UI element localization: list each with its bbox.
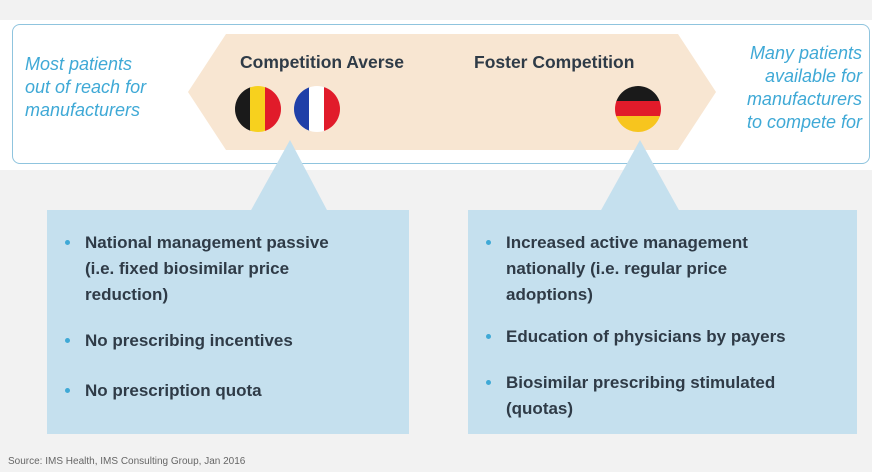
bullet-line: (quotas)	[506, 399, 574, 418]
bullet-dot	[65, 338, 70, 343]
bullet-dot	[65, 388, 70, 393]
source-note: Source: IMS Health, IMS Consulting Group…	[8, 456, 246, 467]
list-item: Education of physicians by payers	[486, 324, 856, 352]
list-item: Biosimilar prescribing stimulated (quota…	[486, 370, 856, 424]
right-callout-pointer	[600, 140, 680, 212]
bullet-dot	[486, 334, 491, 339]
list-item: National management passive (i.e. fixed …	[65, 230, 405, 310]
right-spectrum-caption: Many patients available for manufacturer…	[700, 42, 862, 134]
competition-averse-heading: Competition Averse	[240, 52, 405, 72]
foster-competition-heading: Foster Competition	[474, 52, 635, 72]
right-caption-line: to compete for	[746, 112, 862, 132]
belgium-flag-icon	[235, 86, 281, 132]
bullet-line: Increased active management	[506, 233, 748, 252]
france-flag-icon	[294, 86, 340, 132]
right-caption-line: Many patients	[749, 43, 862, 63]
right-caption-line: available for	[764, 66, 862, 86]
left-spectrum-caption: Most patients out of reach for manufactu…	[25, 53, 195, 122]
right-caption-line: manufacturers	[746, 89, 862, 109]
germany-flag-icon	[615, 86, 661, 132]
bullet-dot	[486, 380, 491, 385]
bullet-line: adoptions)	[506, 285, 593, 304]
bullet-line: Biosimilar prescribing stimulated	[506, 373, 776, 392]
bullet-line: Education of physicians by payers	[506, 327, 786, 346]
left-caption-line: out of reach for	[25, 77, 147, 97]
bullet-line: No prescription quota	[85, 381, 262, 400]
list-item: No prescription quota	[65, 378, 405, 406]
list-item: No prescribing incentives	[65, 328, 405, 356]
bullet-line: nationally (i.e. regular price	[506, 259, 728, 278]
foster-competition-panel: Increased active management nationally (…	[468, 210, 857, 434]
list-item: Increased active management nationally (…	[486, 230, 856, 310]
bullet-line: National management passive	[85, 233, 329, 252]
bullet-dot	[65, 240, 70, 245]
left-caption-line: Most patients	[25, 54, 133, 74]
bullet-line: (i.e. fixed biosimilar price	[85, 259, 290, 278]
left-caption-line: manufacturers	[25, 100, 141, 120]
bullet-line: reduction)	[85, 285, 169, 304]
left-callout-pointer	[250, 140, 328, 212]
top-background-band	[0, 0, 872, 20]
bullet-dot	[486, 240, 491, 245]
competition-averse-panel: National management passive (i.e. fixed …	[47, 210, 409, 434]
bullet-line: No prescribing incentives	[85, 331, 293, 350]
